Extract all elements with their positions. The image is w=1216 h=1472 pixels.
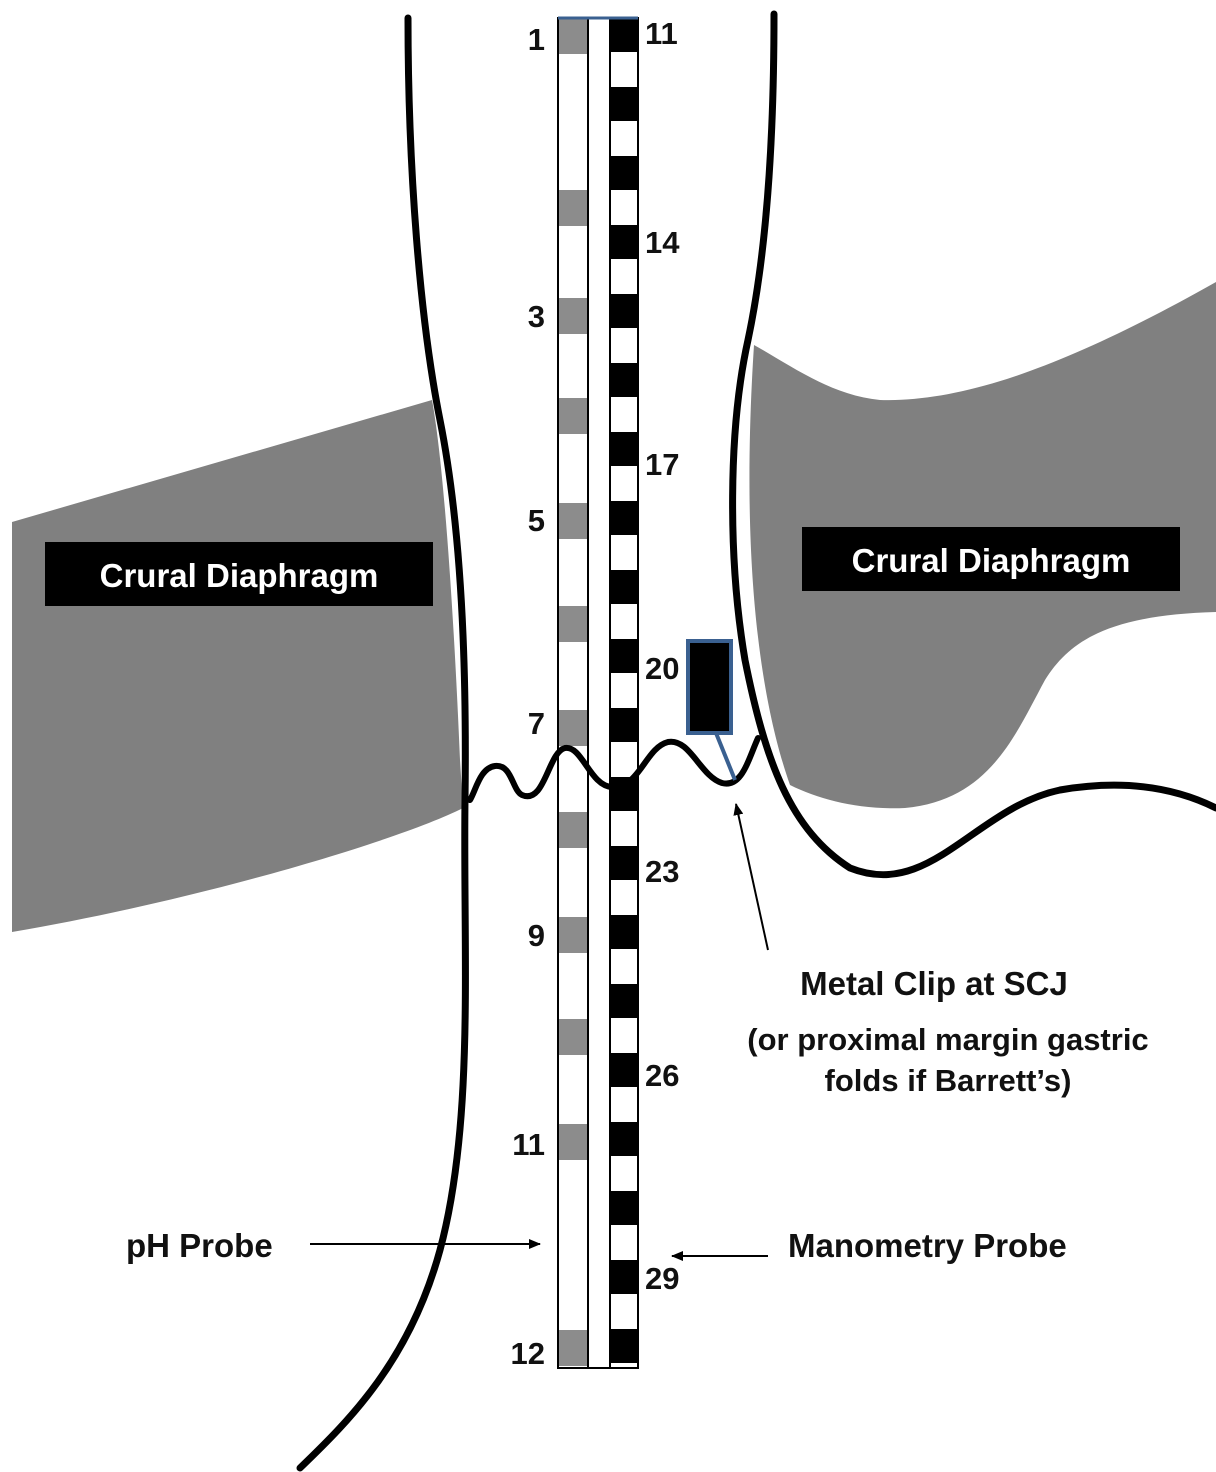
ph-sensor-segment: [559, 1124, 587, 1160]
ph-sensor-segment: [559, 1330, 587, 1366]
manometry-sensor-label: 14: [645, 225, 680, 260]
ph-sensor-segment: [559, 18, 587, 54]
ph-sensor-segment: [559, 917, 587, 953]
probe-gap: [588, 18, 610, 1368]
manometry-sensor-segment: [611, 1260, 637, 1294]
manometry-sensor-label: 17: [645, 447, 679, 482]
ph-sensor-label: 3: [528, 299, 545, 334]
ph-sensor-segment: [559, 1019, 587, 1055]
manometry-sensor-segment: [611, 708, 637, 742]
manometry-sensor-label: 11: [645, 16, 678, 51]
manometry-sensor-segment: [611, 363, 637, 397]
manometry-sensor-segment: [611, 915, 637, 949]
manometry-sensor-segment: [611, 1329, 637, 1363]
manometry-sensor-segment: [611, 1053, 637, 1087]
metal-clip-icon: [688, 641, 731, 733]
manometry-sensor-segment: [611, 984, 637, 1018]
manometry-sensor-segment: [611, 501, 637, 535]
manometry-sensor-segment: [611, 294, 637, 328]
manometry-sensor-segment: [611, 639, 637, 673]
manometry-sensor-label: 29: [645, 1261, 679, 1296]
ph-sensor-label: 1: [528, 22, 545, 57]
clip-title-label: Metal Clip at SCJ: [800, 965, 1068, 1002]
manometry-sensor-segment: [611, 18, 637, 52]
manometry-sensor-segment: [611, 87, 637, 121]
manometry-sensor-label: 23: [645, 854, 679, 889]
ph-probe-label: pH Probe: [126, 1227, 273, 1264]
ph-sensor-label: 12: [511, 1336, 545, 1371]
manometry-sensor-segment: [611, 432, 637, 466]
crural-diaphragm-left-label: Crural Diaphragm: [100, 557, 379, 594]
ph-sensor-segment: [559, 606, 587, 642]
manometry-sensor-label: 26: [645, 1058, 679, 1093]
manometry-probe-body: [610, 18, 638, 1368]
manometry-probe-column: [610, 18, 638, 1368]
ph-sensor-label: 5: [528, 503, 545, 538]
ph-sensor-segment: [559, 812, 587, 848]
manometry-sensor-labels: 11 14 17 20 23 26 29: [645, 16, 680, 1296]
manometry-sensor-segment: [611, 846, 637, 880]
ph-probe-column: [558, 18, 588, 1368]
ph-sensor-label: 7: [528, 706, 545, 741]
manometry-sensor-segment: [611, 225, 637, 259]
crural-diaphragm-right-label: Crural Diaphragm: [852, 542, 1131, 579]
clip-annotation-arrow: [736, 804, 768, 950]
ph-sensor-segment: [559, 298, 587, 334]
clip-note-line2: folds if Barrett’s): [825, 1063, 1072, 1098]
clip-note-line1: (or proximal margin gastric: [747, 1022, 1148, 1057]
manometry-sensor-segment: [611, 156, 637, 190]
manometry-sensor-segment: [611, 570, 637, 604]
manometry-sensor-segment: [611, 1122, 637, 1156]
ph-sensor-segment: [559, 710, 587, 746]
manometry-probe-label: Manometry Probe: [788, 1227, 1067, 1264]
metal-clip-tether: [716, 733, 735, 780]
crural-diaphragm-left-shape: [12, 400, 463, 932]
manometry-sensor-segment: [611, 1191, 637, 1225]
manometry-sensor-label: 20: [645, 651, 679, 686]
ph-sensor-segment: [559, 503, 587, 539]
ph-sensor-label: 9: [528, 918, 545, 953]
ph-sensor-labels: 1 3 5 7 9 11 12: [511, 22, 545, 1371]
ph-sensor-label: 11: [512, 1127, 545, 1162]
ph-sensor-segment: [559, 190, 587, 226]
ph-sensor-segment: [559, 398, 587, 434]
